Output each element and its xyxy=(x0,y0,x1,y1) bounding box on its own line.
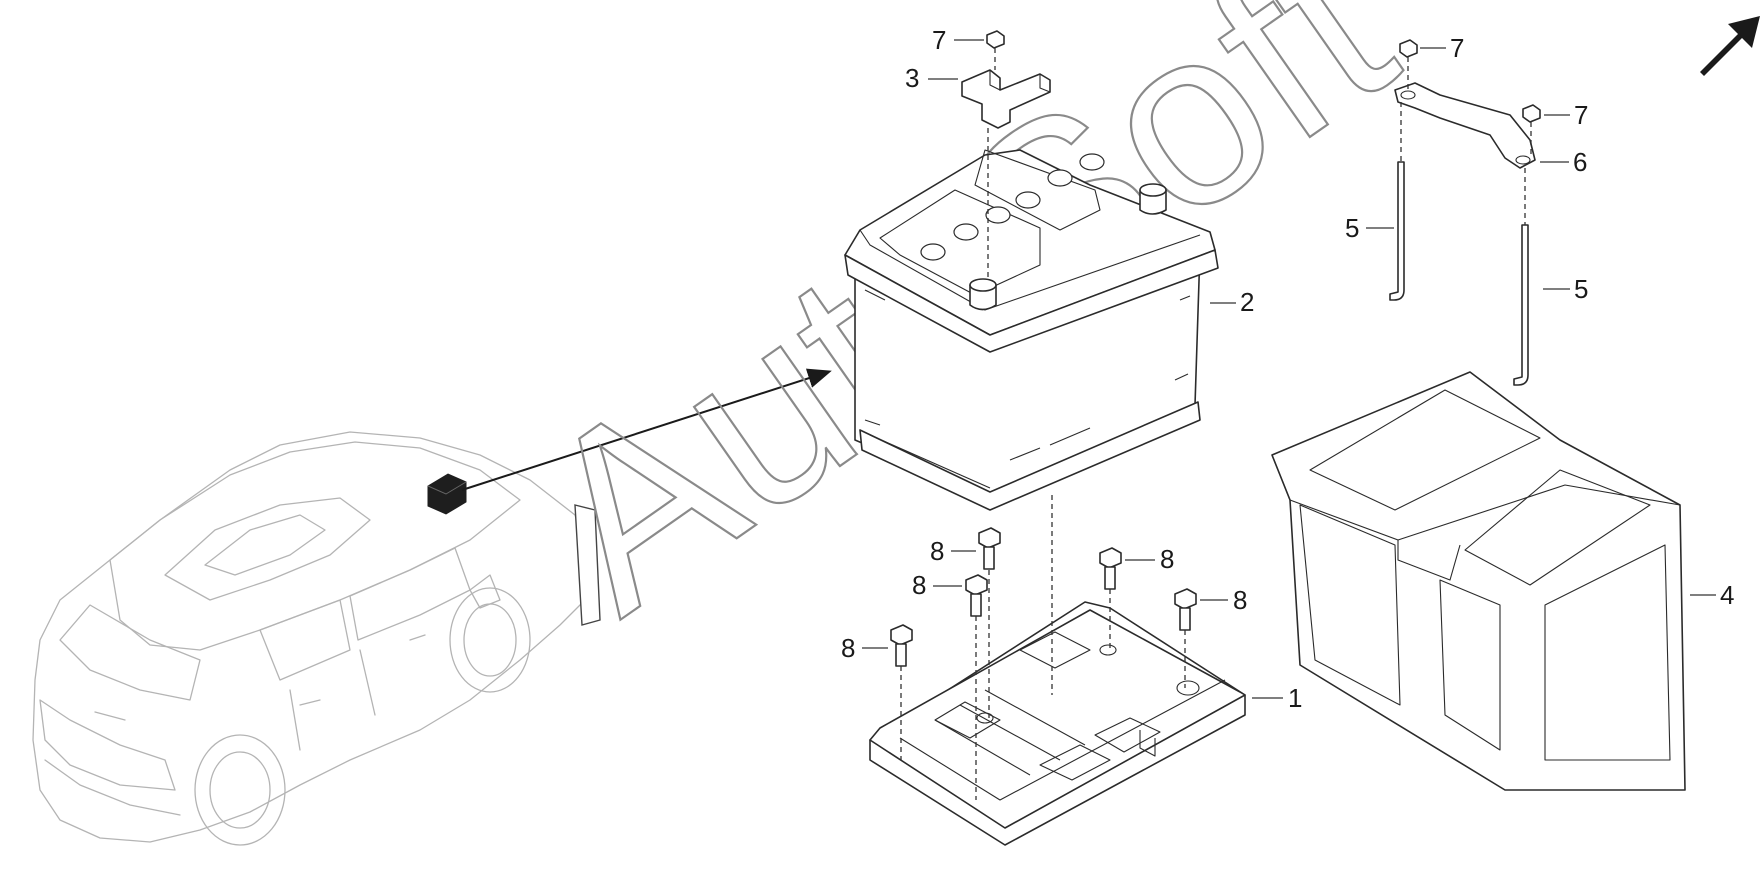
location-arrow-icon xyxy=(461,368,832,491)
callout-3-terminal-clamp: 3 xyxy=(905,63,919,93)
callouts: 7 3 2 1 8 8 8 8 8 7 7 6 5 5 4 xyxy=(841,25,1734,713)
callout-8-bolt-a: 8 xyxy=(930,536,944,566)
battery-location-marker xyxy=(427,473,467,515)
assembly-lines xyxy=(900,48,1532,800)
callout-2-battery: 2 xyxy=(1240,287,1254,317)
callout-8-bolt-e: 8 xyxy=(841,633,855,663)
callout-5-j-bolt-left: 5 xyxy=(1345,213,1359,243)
callout-8-bolt-b: 8 xyxy=(912,570,926,600)
part-nuts xyxy=(986,30,1541,123)
callout-7-nut-bracket-right: 7 xyxy=(1574,100,1588,130)
callout-5-j-bolt-right: 5 xyxy=(1574,274,1588,304)
part-hold-down-bracket xyxy=(1394,82,1536,169)
callout-6-hold-down-bracket: 6 xyxy=(1573,147,1587,177)
callout-1-battery-tray: 1 xyxy=(1288,683,1302,713)
direction-arrow-icon xyxy=(1700,16,1760,76)
part-bolts xyxy=(890,527,1197,667)
callout-8-bolt-c: 8 xyxy=(1160,544,1174,574)
part-insulation-cover xyxy=(1271,371,1686,791)
part-battery xyxy=(844,149,1219,511)
callout-4-insulation-cover: 4 xyxy=(1720,580,1734,610)
part-terminal-clamp xyxy=(961,69,1051,129)
part-j-bolts xyxy=(1389,161,1529,386)
callout-8-bolt-d: 8 xyxy=(1233,585,1247,615)
vehicle-illustration xyxy=(32,431,601,846)
callout-7-nut-bracket-left: 7 xyxy=(1450,33,1464,63)
part-battery-tray xyxy=(869,601,1246,846)
callout-7-nut-terminal: 7 xyxy=(932,25,946,55)
